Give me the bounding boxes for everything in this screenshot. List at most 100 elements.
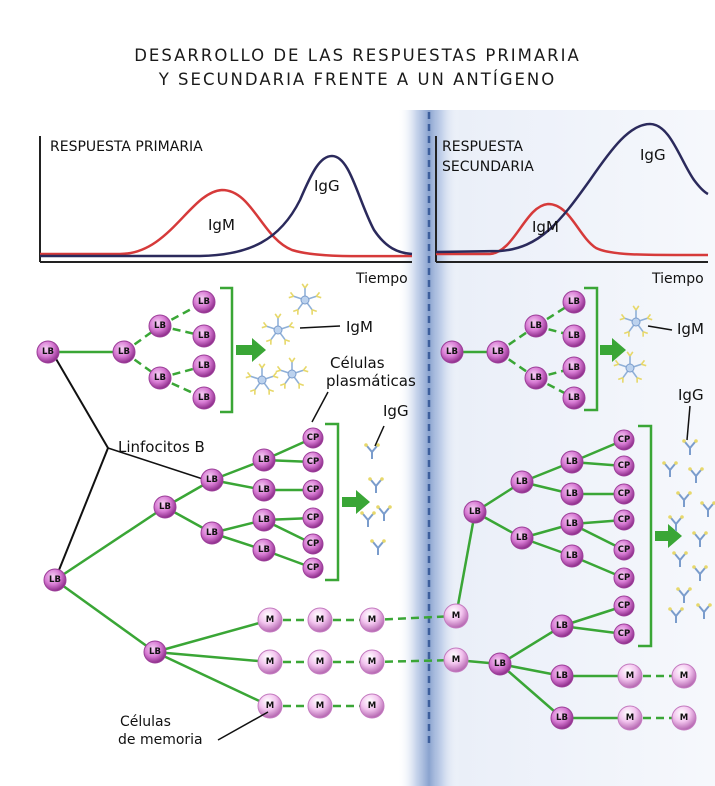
b-lymphocyte-cell: LB (252, 448, 276, 472)
igm-molecule-icon (619, 305, 653, 337)
cell-body (560, 512, 584, 536)
b-lymphocyte-cell: LB (562, 290, 586, 314)
igm-pointer-line (299, 325, 341, 329)
cell-body (143, 640, 167, 664)
cell-body (302, 451, 324, 473)
b-lymphocyte-cell: LB (252, 508, 276, 532)
igg-pointer-line (374, 425, 385, 447)
cell-label: LB (446, 347, 458, 357)
memory-cells-label-line-2: de memoria (118, 732, 203, 748)
secondary-igg-bracket (638, 424, 682, 648)
plasma-cell: CP (613, 455, 635, 477)
cell-body (252, 538, 276, 562)
igg-molecule-icon (668, 515, 684, 531)
cell-label: LB (566, 457, 578, 467)
plasma-cell: CP (613, 483, 635, 505)
primary-igg-label: IgG (314, 177, 340, 195)
plasma-cell: CP (613, 539, 635, 561)
igg-molecule-icon (682, 439, 698, 455)
memory-cells-label-line-1: Células (120, 714, 171, 730)
memory-cell: M (617, 663, 643, 689)
cell-label: LB (492, 347, 504, 357)
cell-label: LB (258, 455, 270, 465)
memory-cell: M (359, 693, 385, 719)
bracket (325, 422, 340, 582)
secondary-response-graph: RESPUESTA SECUNDARIA IgM IgG Tiempo (435, 122, 709, 287)
cell-label: LB (556, 713, 568, 723)
cell-body (488, 652, 512, 676)
plasma-cell: CP (302, 557, 324, 579)
b-lymphocyte-cell: LB (562, 324, 586, 348)
cell-label: LB (530, 321, 542, 331)
cell-label: M (316, 615, 324, 625)
diagram-title: DESARROLLO DE LAS RESPUESTAS PRIMARIA Y … (0, 44, 715, 92)
cell-body (560, 544, 584, 568)
cell-label: CP (618, 545, 630, 555)
cell-label: LB (154, 373, 166, 383)
cell-label: LB (566, 519, 578, 529)
b-lymphocyte-cell: LB (560, 512, 584, 536)
branch-line (371, 614, 457, 622)
cell-body (613, 455, 635, 477)
plasma-cell: CP (613, 509, 635, 531)
cell-body (302, 533, 324, 555)
cell-label: M (316, 701, 324, 711)
cell-body (550, 664, 574, 688)
b-lymphocyte-cell: LB (192, 386, 216, 410)
secondary-time-axis-label: Tiempo (651, 271, 704, 287)
cell-body (613, 595, 635, 617)
cell-label: LB (198, 361, 210, 371)
cell-body (192, 324, 216, 348)
igg-molecule-icon (692, 565, 708, 581)
igg-molecule-icon (370, 539, 386, 555)
cell-label: LB (556, 671, 568, 681)
igg-molecule-icon (700, 501, 715, 517)
cell-label: LB (49, 575, 61, 585)
igg-molecule-icon (662, 461, 678, 477)
igg-molecule-icon (668, 607, 684, 623)
cell-label: M (626, 713, 634, 723)
cell-body (200, 468, 224, 492)
secondary-heading-line-1: RESPUESTA (442, 139, 523, 155)
memory-cell: M (443, 647, 469, 673)
cell-label: LB (258, 485, 270, 495)
cell-label: LB (258, 515, 270, 525)
cell-body (200, 521, 224, 545)
cell-label: LB (206, 475, 218, 485)
cell-body (613, 567, 635, 589)
cell-label: LB (566, 489, 578, 499)
cell-body (192, 354, 216, 378)
igm-molecule-icon (261, 313, 295, 345)
memory-cell: M (307, 693, 333, 719)
cell-body (359, 693, 385, 719)
b-lymphocyte-cell: LB (560, 482, 584, 506)
cell-label: CP (618, 435, 630, 445)
b-lymphocyte-cell: LB (200, 521, 224, 545)
secondary-igm-bracket (584, 286, 626, 412)
cell-body (252, 448, 276, 472)
branch-line (371, 658, 457, 664)
memory-cell: M (671, 705, 697, 731)
cell-label: M (266, 615, 274, 625)
cell-body (192, 386, 216, 410)
cell-label: CP (618, 629, 630, 639)
b-lymphocyte-cell: LB (143, 640, 167, 664)
branch-line (154, 650, 271, 708)
memory-cell: M (257, 693, 283, 719)
cell-label: M (368, 615, 376, 625)
cell-label: LB (556, 621, 568, 631)
secondary-igm-pointer-line (647, 325, 673, 331)
cell-label: LB (118, 347, 130, 357)
igm-molecule-icon (288, 283, 322, 315)
cell-body (613, 623, 635, 645)
bracket (220, 286, 234, 414)
igg-molecule-icon (376, 505, 392, 521)
secondary-igg-molecules (662, 439, 715, 623)
cell-body (302, 427, 324, 449)
secondary-igg-curve (435, 122, 709, 254)
branch-line (499, 663, 563, 719)
b-lymphocyte-cell: LB (192, 354, 216, 378)
label-line (107, 447, 213, 483)
plasma-cell: CP (613, 595, 635, 617)
